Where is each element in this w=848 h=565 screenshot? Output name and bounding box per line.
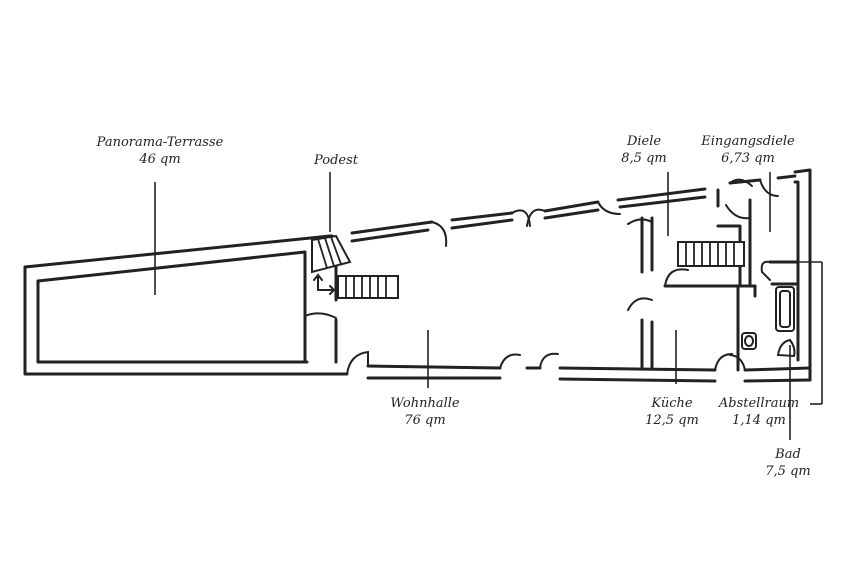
- interior-walls: [303, 188, 800, 372]
- room-name: Eingangsdiele: [700, 134, 795, 149]
- room-label-panorama-terrasse: Panorama-Terrasse 46 qm: [96, 135, 224, 167]
- room-label-podest: Podest: [313, 153, 359, 168]
- room-area: 76 qm: [404, 413, 445, 428]
- room-area: 6,73 qm: [721, 151, 775, 166]
- room-label-bad: Bad 7,5 qm: [765, 447, 810, 479]
- washbasin: [776, 338, 796, 358]
- door-arcs: [346, 178, 779, 375]
- room-label-eingangsdiele: Eingangsdiele 6,73 qm: [700, 134, 795, 166]
- stairs-podest: [311, 234, 352, 295]
- room-label-abstellraum: Abstellraum 1,14 qm: [718, 396, 799, 428]
- room-label-kueche: Küche 12,5 qm: [645, 396, 699, 428]
- room-label-diele: Diele 8,5 qm: [621, 134, 666, 166]
- room-name: Diele: [626, 134, 661, 149]
- room-label-wohnhalle: Wohnhalle 76 qm: [390, 396, 459, 428]
- room-area: 8,5 qm: [621, 151, 666, 166]
- bathtub: [775, 286, 795, 332]
- room-area: 46 qm: [138, 152, 180, 167]
- stairs-diele: [677, 241, 745, 267]
- room-name: Abstellraum: [718, 396, 799, 411]
- room-name: Podest: [313, 153, 359, 168]
- stairs-wohnhalle: [337, 275, 399, 299]
- room-name: Wohnhalle: [390, 396, 459, 411]
- toilet: [741, 332, 757, 350]
- room-name: Küche: [650, 396, 692, 411]
- outer-walls: [23, 168, 812, 383]
- room-name: Panorama-Terrasse: [96, 135, 224, 150]
- room-area: 1,14 qm: [732, 413, 786, 428]
- room-name: Bad: [774, 447, 801, 462]
- room-area: 12,5 qm: [645, 413, 699, 428]
- leader-lines: [154, 172, 823, 440]
- room-area: 7,5 qm: [765, 464, 810, 479]
